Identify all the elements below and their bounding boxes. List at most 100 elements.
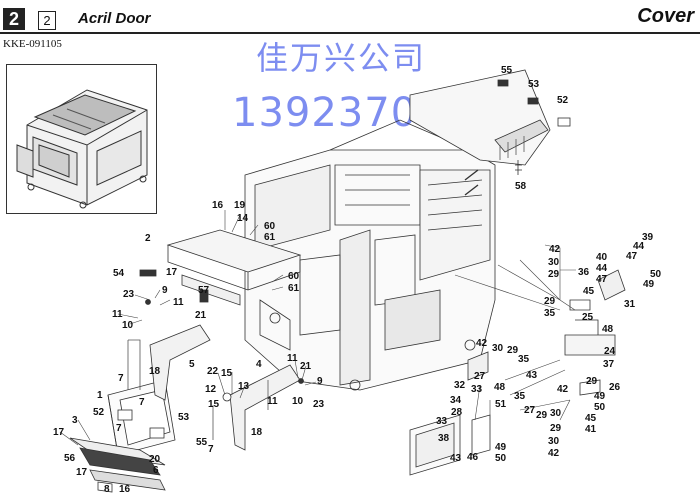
callout-number: 27	[474, 371, 486, 382]
callout-number: 19	[234, 200, 246, 211]
callout-number: 25	[582, 312, 594, 323]
machine-overview-icon	[16, 89, 148, 209]
callout-number: 33	[436, 416, 448, 427]
callout-number: 55	[196, 437, 208, 448]
callout-number: 35	[514, 391, 526, 402]
callout-number: 38	[438, 433, 450, 444]
callout-number: 16	[212, 200, 224, 211]
callout-number: 50	[495, 453, 507, 464]
callout-number: 26	[609, 382, 621, 393]
callout-number: 17	[53, 427, 65, 438]
header-rule	[0, 32, 700, 34]
callout-number: 52	[557, 95, 569, 106]
callout-number: 41	[585, 424, 597, 435]
callout-number: 58	[515, 181, 527, 192]
callout-number: 52	[93, 407, 105, 418]
callout-number: 56	[64, 453, 76, 464]
page-header: 2 2 Acril Door Cover	[0, 0, 700, 36]
callout-number: 45	[583, 286, 595, 297]
callout-number: 47	[596, 274, 608, 285]
callout-number: 48	[602, 324, 614, 335]
callout-number: 37	[603, 359, 615, 370]
callout-number: 11	[267, 396, 278, 407]
callout-number: 34	[450, 395, 462, 406]
callout-number: 1	[97, 390, 103, 401]
callout-number: 29	[507, 345, 519, 356]
callout-number: 13	[238, 381, 250, 392]
callout-number: 44	[596, 263, 608, 274]
callout-number: 11	[112, 309, 123, 320]
callout-number: 42	[476, 338, 488, 349]
callout-number: 29	[550, 423, 562, 434]
callout-number: 42	[557, 384, 569, 395]
callout-number: 35	[518, 354, 530, 365]
callout-number: 22	[207, 366, 219, 377]
callout-number: 39	[642, 232, 654, 243]
callout-number: 30	[492, 343, 504, 354]
callout-number: 21	[195, 310, 207, 321]
machine-overview-image	[6, 64, 157, 214]
callout-number: 12	[205, 384, 217, 395]
callout-number: 61	[264, 232, 276, 243]
callout-number: 36	[578, 267, 590, 278]
callout-number: 31	[624, 299, 636, 310]
watermark-company: 佳万兴公司	[256, 39, 427, 77]
callout-number: 29	[536, 410, 548, 421]
callout-number: 43	[526, 370, 538, 381]
callout-number: 17	[166, 267, 178, 278]
page-number: 2	[3, 8, 25, 30]
callout-number: 42	[549, 244, 561, 255]
callout-number: 30	[548, 436, 560, 447]
callout-number: 18	[149, 366, 161, 377]
callout-number: 10	[122, 320, 134, 331]
callout-number: 47	[626, 251, 638, 262]
callout-number: 21	[300, 361, 312, 372]
callout-number: 29	[548, 269, 560, 280]
callout-number: 24	[604, 346, 616, 357]
callout-number: 28	[451, 407, 463, 418]
callout-number: 30	[550, 408, 562, 419]
callout-number: 29	[544, 296, 556, 307]
callout-number: 46	[467, 452, 479, 463]
callout-number: 11	[173, 297, 184, 308]
callout-number: 48	[494, 382, 506, 393]
callout-number: 44	[633, 241, 645, 252]
callout-number: 33	[471, 384, 483, 395]
callout-number: 9	[162, 285, 168, 296]
callout-number: 43	[450, 453, 462, 464]
section-title: Acril Door	[78, 10, 151, 27]
callout-number: 7	[118, 373, 124, 384]
callout-number: 20	[149, 454, 161, 465]
callout-number: 3	[72, 415, 78, 426]
section-category: Cover	[637, 5, 694, 27]
callout-number: 10	[292, 396, 304, 407]
callout-number: 45	[585, 413, 597, 424]
callout-number: 50	[650, 269, 662, 280]
callout-number: 15	[208, 399, 220, 410]
callout-number: 60	[288, 271, 300, 282]
callout-number: 60	[264, 221, 276, 232]
callout-number: 27	[524, 405, 536, 416]
callout-number: 30	[548, 257, 560, 268]
callout-number: 5	[189, 359, 195, 370]
callout-number: 7	[208, 444, 214, 455]
callout-number: 4	[256, 359, 262, 370]
callout-number: 42	[548, 448, 560, 459]
callout-number: 51	[495, 399, 507, 410]
callout-number: 17	[76, 467, 88, 478]
callout-number: 57	[198, 285, 210, 296]
callout-number: 40	[596, 252, 608, 263]
sub-number: 2	[38, 11, 56, 30]
callout-number: 2	[145, 233, 151, 244]
document-code: KKE-091105	[3, 38, 62, 50]
callout-number: 23	[123, 289, 135, 300]
callout-number: 54	[113, 268, 125, 279]
callout-number: 23	[313, 399, 325, 410]
callout-number: 50	[594, 402, 606, 413]
callout-number: 9	[317, 376, 323, 387]
callout-number: 61	[288, 283, 300, 294]
callout-number: 6	[153, 465, 159, 476]
callout-number: 16	[119, 484, 131, 495]
callout-number: 53	[528, 79, 540, 90]
